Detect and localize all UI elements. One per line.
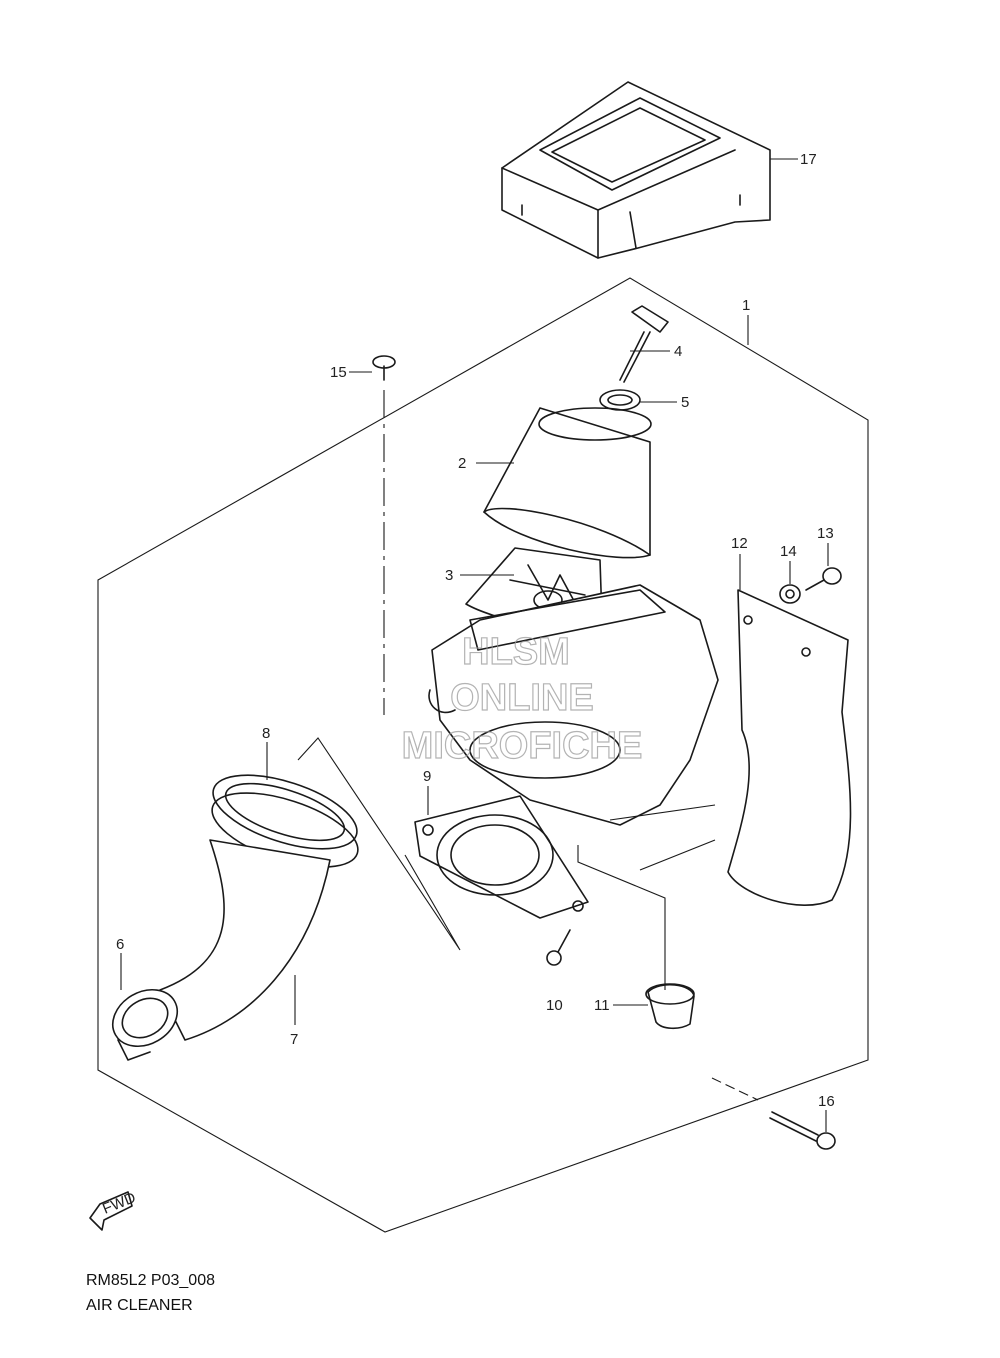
- callout-12: 12: [731, 535, 748, 552]
- assembly-outline: [97, 277, 869, 1233]
- guide-line: [609, 804, 716, 821]
- watermark-line-3: MICROFICHE: [402, 725, 643, 767]
- watermark-line-2: ONLINE: [450, 677, 594, 719]
- screw-part-10: [546, 929, 571, 966]
- guide-line: [297, 737, 461, 951]
- flange-part-9: [414, 795, 589, 919]
- callout-4: 4: [674, 343, 682, 360]
- cover-part-17: [501, 81, 771, 259]
- guide-line: [639, 839, 716, 871]
- drain-cap-part-11: [645, 983, 695, 1030]
- leader-11-guide: [577, 845, 666, 990]
- diagram-code: RM85L2 P03_008: [86, 1272, 215, 1289]
- callout-11: 11: [594, 997, 610, 1014]
- callout-5: 5: [681, 394, 689, 411]
- bracket-part-12: [727, 589, 852, 906]
- callout-7: 7: [290, 1031, 298, 1048]
- watermark: HLSM ONLINE MICROFICHE: [401, 630, 643, 767]
- callout-1: 1: [742, 297, 750, 314]
- leader-16-guide: [711, 1077, 759, 1101]
- callout-6: 6: [116, 936, 124, 953]
- callout-8: 8: [262, 725, 270, 742]
- diagram-title: AIR CLEANER: [86, 1297, 193, 1314]
- bolt-part-16: [769, 1111, 836, 1150]
- callout-17: 17: [800, 151, 817, 168]
- nut-part-14: [779, 584, 801, 604]
- callout-10: 10: [546, 997, 563, 1014]
- fwd-arrow-icon: FWD: [89, 1189, 138, 1231]
- clamp-part-6: [112, 988, 178, 1061]
- callout-14: 14: [780, 543, 797, 560]
- washer-part-5: [599, 389, 641, 411]
- screw-part-15: [372, 355, 396, 381]
- bolt-part-13: [805, 567, 842, 591]
- wing-bolt-part-4: [619, 305, 669, 383]
- callout-2: 2: [458, 455, 466, 472]
- callout-16: 16: [818, 1093, 835, 1110]
- callout-15: 15: [330, 364, 347, 381]
- watermark-line-1: HLSM: [462, 631, 570, 673]
- callout-9: 9: [423, 768, 431, 785]
- fwd-label: FWD: [100, 1189, 138, 1218]
- filter-element-part-2: [483, 407, 652, 559]
- boot-part-8: [211, 774, 359, 868]
- air-cleaner-case: [428, 584, 719, 826]
- callout-13: 13: [817, 525, 834, 542]
- intake-tube-part-7: [159, 839, 331, 1041]
- callout-3: 3: [445, 567, 453, 584]
